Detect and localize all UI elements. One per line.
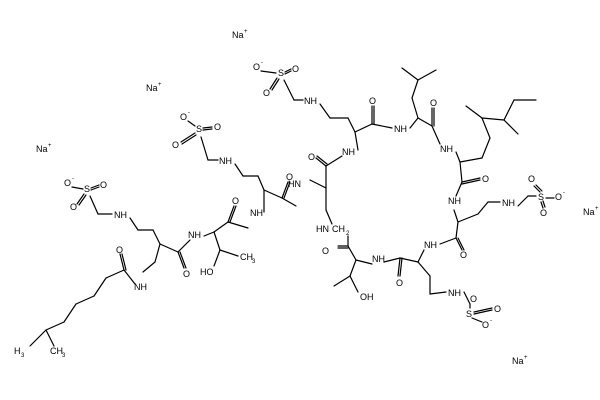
svg-text:H: H xyxy=(14,346,21,356)
svg-text:NH: NH xyxy=(502,198,515,208)
svg-text:Na: Na xyxy=(583,207,595,217)
sodium-ion-1: Na + xyxy=(232,29,248,40)
svg-text:+: + xyxy=(595,206,599,212)
sodium-ion-3: Na + xyxy=(36,143,52,154)
svg-text:O: O xyxy=(100,180,107,190)
svg-text:3: 3 xyxy=(252,259,256,265)
svg-text:O: O xyxy=(396,278,403,288)
threonine-residue-left: CH 3 HO O NH xyxy=(200,189,265,277)
svg-text:HO: HO xyxy=(200,267,214,277)
svg-text:O: O xyxy=(494,304,501,314)
svg-text:-: - xyxy=(72,176,74,182)
svg-text:HN: HN xyxy=(316,224,329,234)
svg-text:CH: CH xyxy=(332,224,345,234)
svg-text:2: 2 xyxy=(346,231,350,237)
svg-text:O: O xyxy=(172,140,179,150)
macrocycle-ring: CH 2 O NH O NH O NH xyxy=(308,67,565,330)
svg-text:+: + xyxy=(244,29,248,35)
svg-text:NH: NH xyxy=(448,196,461,206)
svg-text:+: + xyxy=(158,82,162,88)
svg-text:CH: CH xyxy=(50,346,63,356)
svg-text:S: S xyxy=(196,124,202,134)
svg-text:-: - xyxy=(261,60,263,66)
svg-text:CH: CH xyxy=(240,252,253,262)
svg-text:Na: Na xyxy=(512,356,524,366)
sodium-ion-2: Na + xyxy=(146,82,162,93)
fatty-acyl-tail: NH O H 3 CH 3 xyxy=(14,243,161,359)
svg-text:O: O xyxy=(430,98,437,108)
svg-text:NH: NH xyxy=(304,96,317,106)
sodium-ion-5: Na + xyxy=(512,355,528,366)
svg-text:-: - xyxy=(490,318,492,324)
svg-text:HN: HN xyxy=(288,179,301,189)
svg-text:NH: NH xyxy=(448,288,461,298)
svg-text:NH: NH xyxy=(134,282,147,292)
svg-text:NH: NH xyxy=(342,147,355,157)
svg-text:3: 3 xyxy=(62,353,66,359)
svg-text:-: - xyxy=(563,190,565,196)
svg-text:O: O xyxy=(253,62,260,72)
svg-text:NH: NH xyxy=(219,156,232,166)
svg-text:O: O xyxy=(482,320,489,330)
left-residue-backbone: O NH xyxy=(159,230,215,279)
svg-text:S: S xyxy=(278,68,284,78)
svg-text:O: O xyxy=(555,192,562,202)
svg-text:NH: NH xyxy=(372,254,385,264)
svg-text:O: O xyxy=(292,64,299,74)
svg-text:NH: NH xyxy=(188,230,201,240)
svg-text:S: S xyxy=(84,184,90,194)
svg-text:O: O xyxy=(64,178,71,188)
svg-text:-: - xyxy=(188,110,190,116)
svg-text:OH: OH xyxy=(360,292,374,302)
svg-text:O: O xyxy=(286,172,293,182)
svg-text:Na: Na xyxy=(146,83,158,93)
svg-text:Na: Na xyxy=(36,144,48,154)
svg-text:O: O xyxy=(308,152,315,162)
svg-text:NH: NH xyxy=(114,210,127,220)
svg-text:O: O xyxy=(70,202,77,212)
svg-text:O: O xyxy=(116,245,123,255)
svg-text:Na: Na xyxy=(232,30,244,40)
sulfonate-group-second: O - S O O NH xyxy=(172,110,265,191)
svg-text:S: S xyxy=(466,309,472,319)
svg-text:NH: NH xyxy=(440,144,453,154)
svg-text:O: O xyxy=(232,196,239,206)
svg-text:O: O xyxy=(460,250,467,260)
svg-text:O: O xyxy=(369,96,376,106)
svg-text:O: O xyxy=(214,122,221,132)
svg-text:3: 3 xyxy=(21,353,25,359)
svg-text:NH: NH xyxy=(250,208,263,218)
svg-text:NH: NH xyxy=(424,240,437,250)
central-residue: O HN xyxy=(263,172,301,207)
svg-text:O: O xyxy=(482,174,489,184)
svg-text:O: O xyxy=(540,208,547,218)
svg-text:O: O xyxy=(180,112,187,122)
svg-text:O: O xyxy=(263,88,270,98)
svg-text:S: S xyxy=(538,192,544,202)
svg-text:+: + xyxy=(524,355,528,361)
sulfonate-group-left: O - S O O NH xyxy=(64,176,161,245)
svg-text:O: O xyxy=(528,174,535,184)
sulfonate-group-top: O - S O O NH xyxy=(253,60,356,133)
svg-text:O: O xyxy=(322,246,329,256)
svg-text:O: O xyxy=(470,294,477,304)
svg-text:NH: NH xyxy=(394,124,407,134)
svg-text:O: O xyxy=(183,269,190,279)
sodium-ion-4: Na + xyxy=(583,206,599,217)
svg-text:+: + xyxy=(48,143,52,149)
